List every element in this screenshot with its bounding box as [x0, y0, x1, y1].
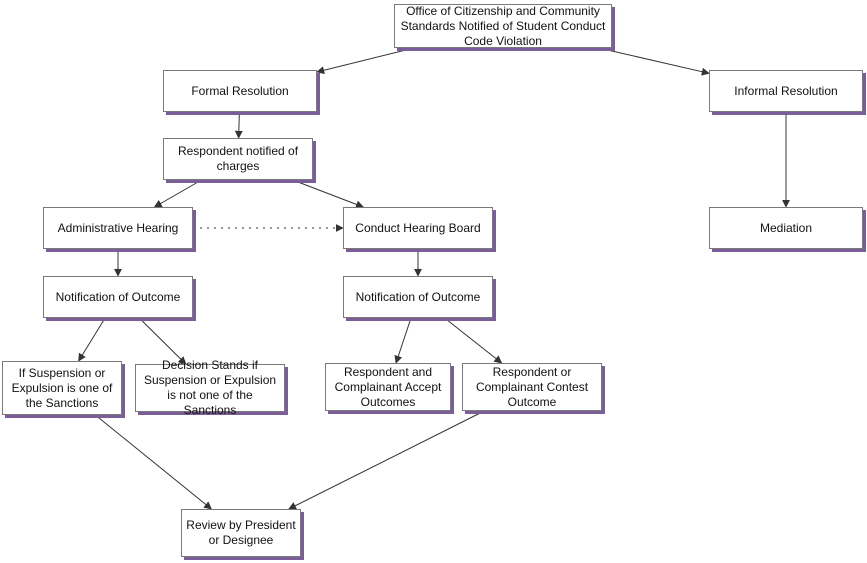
node-office-notified-label: Office of Citizenship and Community Stan…	[400, 3, 606, 48]
node-respondent-notified-label: Respondent notified of charges	[177, 144, 299, 173]
node-informal-resolution: Informal Resolution	[709, 70, 863, 112]
arrow-office-to-formal	[316, 47, 415, 75]
arrow-respondent-notified-to-admin-hearing	[153, 179, 202, 208]
arrow-if-suspension-to-review	[95, 414, 212, 510]
arrow-formal-to-respondent-notified	[234, 111, 243, 139]
node-informal-resolution-label: Informal Resolution	[734, 83, 838, 98]
node-mediation: Mediation	[709, 207, 863, 249]
node-if-suspension-expulsion-label: If Suspension or Expulsion is one of the…	[11, 365, 113, 410]
node-notification-outcome-right-label: Notification of Outcome	[355, 289, 481, 304]
node-administrative-hearing: Administrative Hearing	[43, 207, 193, 249]
node-review-by-president: Review by President or Designee	[181, 509, 301, 557]
arrow-notif-left-to-if-suspension	[78, 317, 106, 362]
arrow-contest-to-review	[288, 410, 485, 510]
node-conduct-hearing-board-label: Conduct Hearing Board	[355, 220, 481, 235]
node-office-notified: Office of Citizenship and Community Stan…	[394, 4, 612, 48]
node-accept-outcomes-label: Respondent and Complainant Accept Outcom…	[334, 364, 442, 409]
arrow-notif-left-to-decision-stands	[138, 317, 187, 365]
node-review-by-president-label: Review by President or Designee	[186, 518, 296, 547]
node-respondent-notified: Respondent notified of charges	[163, 138, 313, 180]
arrow-respondent-notified-to-conduct-board	[292, 179, 364, 209]
node-formal-resolution: Formal Resolution	[163, 70, 317, 112]
node-mediation-label: Mediation	[759, 220, 813, 235]
node-if-suspension-expulsion: If Suspension or Expulsion is one of the…	[2, 361, 122, 415]
arrow-notif-right-to-contest	[444, 317, 503, 364]
node-administrative-hearing-label: Administrative Hearing	[57, 220, 179, 235]
node-decision-stands: Decision Stands if Suspension or Expulsi…	[135, 358, 285, 417]
node-conduct-hearing-board: Conduct Hearing Board	[343, 207, 493, 249]
node-decision-stands-label: Decision Stands if Suspension or Expulsi…	[143, 358, 277, 417]
node-contest-outcome-label: Respondent or Complainant Contest Outcom…	[475, 364, 589, 409]
node-notification-outcome-left: Notification of Outcome	[43, 276, 193, 318]
node-accept-outcomes: Respondent and Complainant Accept Outcom…	[325, 363, 451, 411]
arrow-office-to-informal	[598, 47, 710, 76]
node-notification-outcome-left-label: Notification of Outcome	[55, 289, 181, 304]
node-notification-outcome-right: Notification of Outcome	[343, 276, 493, 318]
arrow-notif-right-to-accept	[394, 317, 412, 364]
node-formal-resolution-label: Formal Resolution	[191, 83, 289, 98]
node-contest-outcome: Respondent or Complainant Contest Outcom…	[462, 363, 602, 411]
